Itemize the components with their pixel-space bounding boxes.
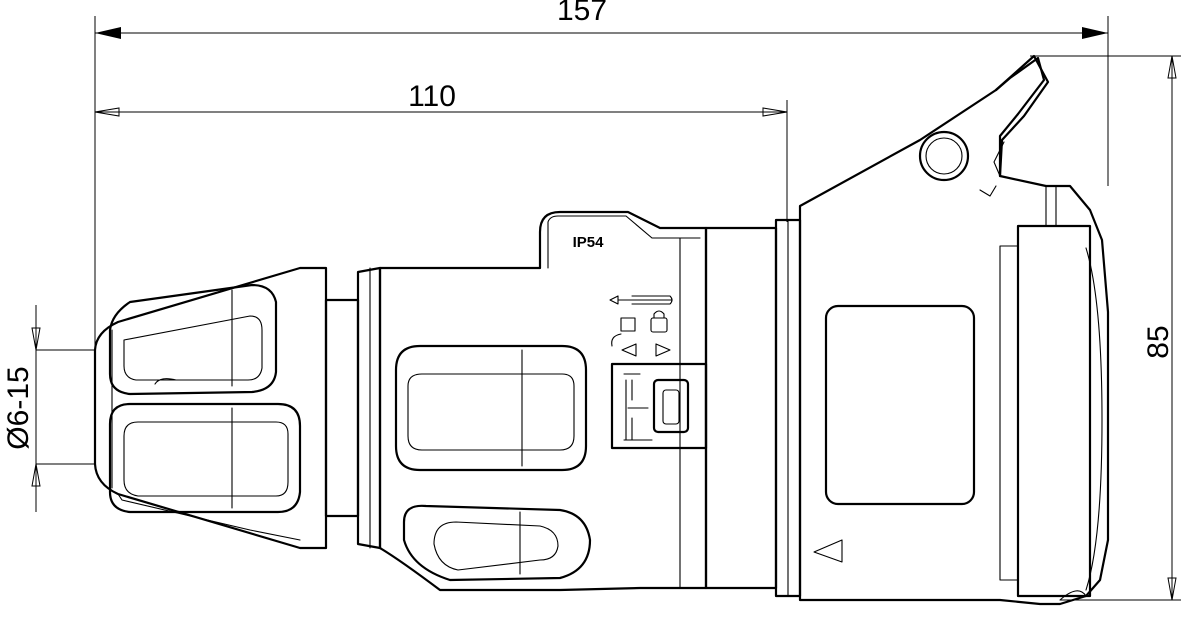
cable-gland-nut [93, 266, 328, 550]
height-label: 85 [1142, 325, 1175, 358]
dimension-cable-diameter: Ø6-15 [2, 305, 95, 512]
cable-diameter-label: Ø6-15 [2, 366, 35, 449]
triangle-right-icon [655, 343, 671, 357]
coupling-ring [704, 218, 802, 598]
overall-length-label: 157 [557, 0, 607, 27]
triangle-left-icon [621, 343, 637, 357]
dimension-overall-length: 157 [94, 0, 1109, 350]
socket-housing [798, 54, 1110, 606]
main-body: IP54 [378, 210, 708, 592]
unlock-icon [611, 317, 636, 347]
dimension-body-length: 110 [94, 80, 788, 222]
triangle-up-icon [813, 539, 843, 563]
gland-collar [324, 266, 382, 550]
lock-icon [650, 310, 668, 333]
body-length-label: 110 [408, 80, 456, 113]
screwdriver-icon [609, 295, 673, 305]
dimension-height: 85 [1030, 55, 1181, 601]
lock-slider[interactable] [610, 362, 708, 450]
ip-rating-label: IP54 [573, 234, 605, 251]
